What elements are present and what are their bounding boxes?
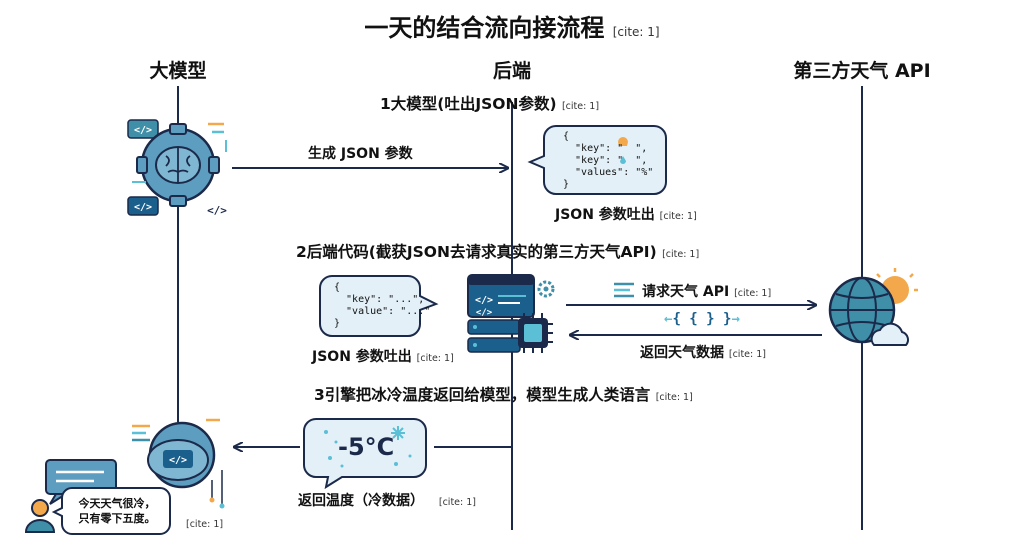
step-1-cite: [cite: 1] — [561, 101, 600, 112]
arrow-right-glyph: → — [731, 311, 740, 327]
return-data-cite: [cite: 1] — [728, 349, 766, 360]
request-weather-text: 请求天气 API — [642, 284, 730, 300]
request-weather-cite: [cite: 1] — [734, 288, 772, 299]
json-output-label-1: JSON 参数吐出 [cite: 1] — [555, 204, 697, 224]
svg-text:</>: </> — [134, 125, 152, 136]
column-backend: 后端 — [492, 60, 531, 82]
weather-globe-icon — [828, 268, 918, 346]
step-3-text: 3引擎把冰冷温度返回给模型，模型生成人类语言 — [314, 386, 651, 404]
step-3-cite: [cite: 1] — [655, 392, 693, 403]
svg-text:</>: </> — [475, 295, 493, 306]
json-bubble-1-code: { "key": " ", "key": " ", "values": "%" … — [563, 131, 654, 190]
generate-json-label: 生成 JSON 参数 — [308, 146, 413, 162]
json-output-label-2: JSON 参数吐出 [cite: 1] — [312, 346, 454, 366]
braces-icon: ←{ { } }→ — [664, 311, 740, 327]
svg-text:</>: </> — [169, 455, 187, 466]
brain-gear-icon: </> </> </> — [127, 119, 227, 217]
svg-text:</>: </> — [134, 202, 152, 213]
json-output-2-text: JSON 参数吐出 — [312, 349, 412, 365]
diagram-title: 一天的结合流向接流程 [cite: 1] — [0, 8, 1024, 43]
step-2-label: 2后端代码(截获JSON去请求真实的第三方天气API) [cite: 1] — [296, 240, 699, 262]
return-data-label: 返回天气数据 [cite: 1] — [640, 342, 766, 362]
title-cite: [cite: 1] — [612, 25, 660, 39]
final-cite: [cite: 1] — [186, 519, 224, 530]
request-weather-label: 请求天气 API [cite: 1] — [642, 281, 771, 301]
server-chip-icon: </> </> — [467, 274, 555, 353]
step-2-text: 2后端代码(截获JSON去请求真实的第三方天气API) — [296, 243, 657, 261]
return-temp-label: 返回温度（冷数据） [cite: 1] — [298, 490, 476, 510]
temperature-value: -5°C — [338, 433, 395, 461]
user-message-line-2: 只有零下五度。 — [78, 512, 156, 525]
svg-text:</>: </> — [207, 204, 227, 217]
svg-text:</>: </> — [476, 308, 493, 318]
step-3-label: 3引擎把冰冷温度返回给模型，模型生成人类语言 [cite: 1] — [314, 383, 693, 405]
arrow-left-glyph: ← — [664, 311, 673, 327]
return-data-text: 返回天气数据 — [640, 345, 724, 361]
column-weather-api: 第三方天气 API — [793, 60, 931, 82]
braces-glyph: { { } } — [672, 311, 732, 327]
column-llm: 大模型 — [149, 60, 207, 82]
step-1-label: 1大模型(吐出JSON参数) [cite: 1] — [380, 92, 599, 114]
json-output-2-cite: [cite: 1] — [416, 353, 454, 364]
json-bubble-2-code: { "key": "...", "value": "..." } — [334, 282, 431, 329]
return-temp-text: 返回温度（冷数据） — [298, 493, 424, 509]
user-message: 今天天气很冷， 只有零下五度。 — [68, 496, 166, 526]
user-chat-icon — [24, 459, 171, 535]
step-1-text: 1大模型(吐出JSON参数) — [380, 95, 557, 113]
json-bubble-2 — [319, 275, 439, 337]
return-temp-cite: [cite: 1] — [438, 497, 476, 508]
brain-gear-icon-bottom: </> — [132, 418, 225, 509]
json-output-1-cite: [cite: 1] — [659, 211, 697, 222]
temperature-bubble — [303, 418, 427, 490]
json-output-1-text: JSON 参数吐出 — [555, 207, 655, 223]
json-bubble-1 — [527, 125, 667, 195]
title-text: 一天的结合流向接流程 — [364, 14, 605, 42]
api-lines-icon — [614, 282, 634, 298]
step-2-cite: [cite: 1] — [662, 249, 700, 260]
user-message-line-1: 今天天气很冷， — [78, 497, 156, 510]
